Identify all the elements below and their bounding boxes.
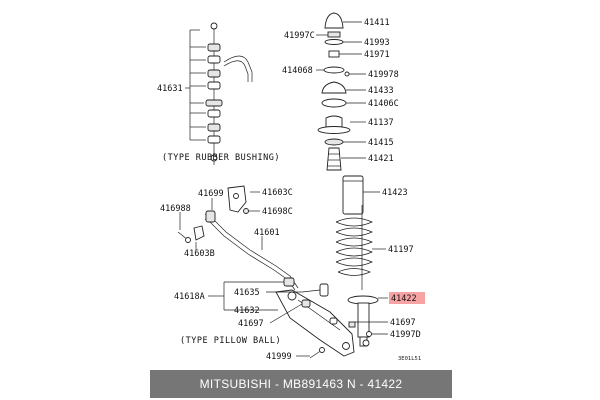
caption-rubber-bushing: (TYPE RUBBER BUSHING) — [162, 153, 280, 163]
label-416988: 416988 — [160, 204, 191, 214]
parts-diagram: 41631 (TYPE RUBBER BUSHING) — [157, 12, 425, 362]
strut-leaders — [316, 21, 388, 335]
diagram-code: 3E01L51 — [398, 356, 421, 362]
stabilizer-link-rubber-bushing — [185, 22, 253, 165]
label-41422[interactable]: 41422 — [391, 294, 417, 304]
label-41971: 41971 — [364, 50, 390, 60]
label-41415: 41415 — [368, 138, 394, 148]
caption-pillow-ball: (TYPE PILLOW BALL) — [180, 336, 281, 346]
label-41697-right: 41697 — [390, 318, 416, 328]
label-41635: 41635 — [234, 288, 260, 298]
label-41997d: 41997D — [390, 330, 421, 340]
strut-assembly — [317, 12, 379, 347]
label-414068: 414068 — [282, 66, 313, 76]
label-41421: 41421 — [368, 154, 394, 164]
label-41411: 41411 — [364, 18, 390, 28]
label-41423: 41423 — [382, 188, 408, 198]
label-41698c: 41698C — [262, 207, 293, 217]
label-41603b: 41603B — [184, 249, 215, 259]
lower-leaders — [179, 191, 321, 357]
label-41697-left: 41697 — [238, 319, 264, 329]
footer-bar: MITSUBISHI - MB891463 N - 41422 — [150, 370, 452, 398]
label-41197: 41197 — [388, 245, 414, 255]
label-41618a: 41618A — [174, 292, 205, 302]
label-419978: 419978 — [368, 70, 399, 80]
label-41601: 41601 — [254, 228, 280, 238]
label-41999: 41999 — [266, 352, 292, 362]
label-41433: 41433 — [368, 86, 394, 96]
label-41632: 41632 — [234, 306, 260, 316]
label-41993: 41993 — [364, 38, 390, 48]
footer-text: MITSUBISHI - MB891463 N - 41422 — [199, 377, 403, 391]
label-41699: 41699 — [198, 189, 224, 199]
highlight-41422 — [389, 292, 425, 304]
label-41137: 41137 — [368, 118, 394, 128]
label-41631: 41631 — [157, 84, 183, 94]
label-41997c: 41997C — [284, 31, 315, 41]
label-41603c: 41603C — [262, 188, 293, 198]
label-41406c: 41406C — [368, 99, 399, 109]
stabilizer-bar-assembly — [177, 185, 355, 359]
